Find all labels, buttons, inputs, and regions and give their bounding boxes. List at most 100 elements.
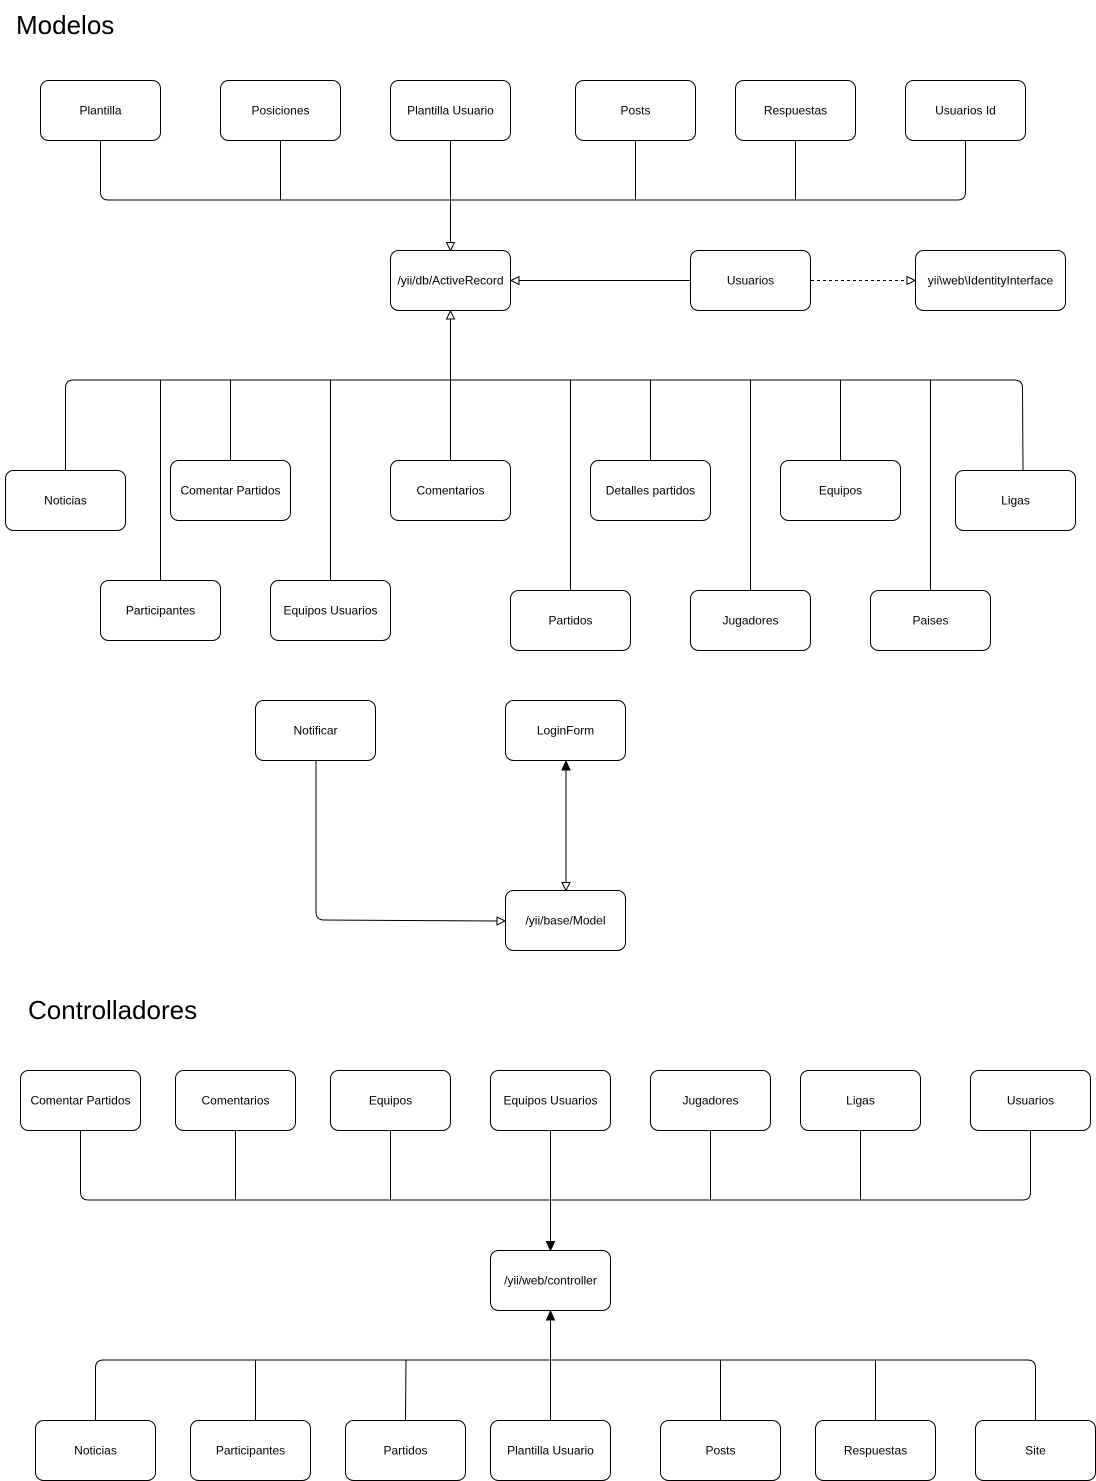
node-c-posts[interactable]: Posts	[660, 1420, 781, 1481]
node-box	[690, 590, 811, 651]
node-m-participantes[interactable]: Participantes	[100, 580, 221, 641]
node-m-paises[interactable]: Paises	[870, 590, 991, 651]
node-label: Comentarios	[201, 1094, 269, 1108]
edge-bottom-models-bus	[65, 379, 1024, 473]
node-label: Usuarios	[727, 274, 774, 288]
node-box	[40, 80, 161, 141]
node-label: Participantes	[216, 1444, 285, 1458]
node-label: /yii/web/controller	[504, 1274, 597, 1288]
node-box	[690, 250, 811, 311]
node-box	[780, 460, 901, 521]
arrow-loginform-end	[561, 759, 571, 771]
node-label: Posts	[705, 1444, 735, 1458]
node-m-equipos-usuarios[interactable]: Equipos Usuarios	[270, 580, 391, 641]
node-label: yii\web\IdentityInterface	[928, 274, 1054, 288]
node-m-active-record[interactable]: /yii/db/ActiveRecord	[390, 250, 511, 311]
node-m-usuarios[interactable]: Usuarios	[690, 250, 811, 311]
arrow-controller-bottom	[545, 1309, 556, 1321]
node-m-plantilla[interactable]: Plantilla	[40, 80, 161, 141]
node-box	[575, 80, 696, 141]
node-c-respuestas[interactable]: Respuestas	[815, 1420, 936, 1481]
node-m-jugadores[interactable]: Jugadores	[690, 590, 811, 651]
edge-bottom-controllers-bus	[95, 1359, 1036, 1420]
node-m-notificar[interactable]: Notificar	[255, 700, 376, 761]
arrow-generalization-notificar	[496, 916, 507, 926]
edge-top-controllers-bus	[80, 1130, 1031, 1201]
node-box	[390, 250, 511, 311]
node-m-comentarios[interactable]: Comentarios	[390, 460, 511, 521]
node-label: Partidos	[548, 614, 592, 628]
node-box	[915, 250, 1066, 311]
node-m-base-model[interactable]: /yii/base/Model	[505, 890, 626, 951]
node-c-equipos-usuarios[interactable]: Equipos Usuarios	[490, 1070, 611, 1131]
node-box	[970, 1070, 1091, 1131]
diagram-edges	[65, 140, 1036, 1421]
node-label: Jugadores	[722, 614, 778, 628]
node-m-partidos[interactable]: Partidos	[510, 590, 631, 651]
node-label: Ligas	[1001, 494, 1030, 508]
node-m-plantilla-usuario[interactable]: Plantilla Usuario	[390, 80, 511, 141]
node-label: Posiciones	[251, 104, 309, 118]
node-m-usuarios-id[interactable]: Usuarios Id	[905, 80, 1026, 141]
arrow-realization-identity	[906, 275, 917, 286]
node-label: Equipos	[369, 1094, 412, 1108]
node-c-plantilla-usuario[interactable]: Plantilla Usuario	[490, 1420, 611, 1481]
node-m-posts[interactable]: Posts	[575, 80, 696, 141]
node-label: Usuarios	[1007, 1094, 1054, 1108]
node-box	[5, 470, 126, 531]
edge-top-models-bus	[100, 140, 966, 201]
node-label: Posts	[620, 104, 650, 118]
node-m-noticias[interactable]: Noticias	[5, 470, 126, 531]
node-m-detalles-partidos[interactable]: Detalles partidos	[590, 460, 711, 521]
node-m-respuestas[interactable]: Respuestas	[735, 80, 856, 141]
node-c-partidos[interactable]: Partidos	[345, 1420, 466, 1481]
node-c-ligas[interactable]: Ligas	[800, 1070, 921, 1131]
node-label: Equipos	[819, 484, 862, 498]
node-label: Participantes	[126, 604, 195, 618]
node-label: Plantilla Usuario	[407, 104, 494, 118]
node-box	[255, 700, 376, 761]
node-label: Plantilla Usuario	[507, 1444, 594, 1458]
node-label: Jugadores	[682, 1094, 738, 1108]
node-m-comentar-partidos[interactable]: Comentar Partidos	[170, 460, 291, 521]
node-box	[505, 890, 626, 951]
node-box	[590, 460, 711, 521]
node-m-posiciones[interactable]: Posiciones	[220, 80, 341, 141]
arrow-controller-top	[545, 1241, 556, 1252]
node-label: Ligas	[846, 1094, 875, 1108]
modelos-section-title: Modelos	[16, 10, 115, 40]
node-label: Plantilla	[79, 104, 121, 118]
node-c-comentarios[interactable]: Comentarios	[175, 1070, 296, 1131]
node-label: Detalles partidos	[606, 484, 695, 498]
node-box	[870, 590, 991, 651]
arrow-generalization-bottom	[445, 309, 456, 320]
edge-notificar-to-model	[315, 760, 498, 922]
node-label: Site	[1025, 1444, 1046, 1458]
arrow-generalization-usuarios	[509, 275, 520, 286]
node-m-identity[interactable]: yii\web\IdentityInterface	[915, 250, 1066, 311]
node-c-comentar-partidos[interactable]: Comentar Partidos	[20, 1070, 141, 1131]
node-c-participantes[interactable]: Participantes	[190, 1420, 311, 1481]
node-label: Comentarios	[416, 484, 484, 498]
node-box	[270, 580, 391, 641]
node-box	[170, 460, 291, 521]
node-c-controller[interactable]: /yii/web/controller	[490, 1250, 611, 1311]
node-c-noticias[interactable]: Noticias	[35, 1420, 156, 1481]
node-label: Comentar Partidos	[30, 1094, 130, 1108]
node-label: Equipos Usuarios	[503, 1094, 597, 1108]
node-m-equipos[interactable]: Equipos	[780, 460, 901, 521]
node-label: Respuestas	[764, 104, 827, 118]
node-box	[220, 80, 341, 141]
node-label: Comentar Partidos	[180, 484, 280, 498]
node-label: Respuestas	[844, 1444, 907, 1458]
node-c-jugadores[interactable]: Jugadores	[650, 1070, 771, 1131]
node-box	[20, 1070, 141, 1131]
node-box	[490, 1070, 611, 1131]
node-c-site[interactable]: Site	[975, 1420, 1096, 1481]
node-c-usuarios[interactable]: Usuarios	[970, 1070, 1091, 1131]
node-m-loginform[interactable]: LoginForm	[505, 700, 626, 761]
node-m-ligas[interactable]: Ligas	[955, 470, 1076, 531]
node-c-equipos[interactable]: Equipos	[330, 1070, 451, 1131]
